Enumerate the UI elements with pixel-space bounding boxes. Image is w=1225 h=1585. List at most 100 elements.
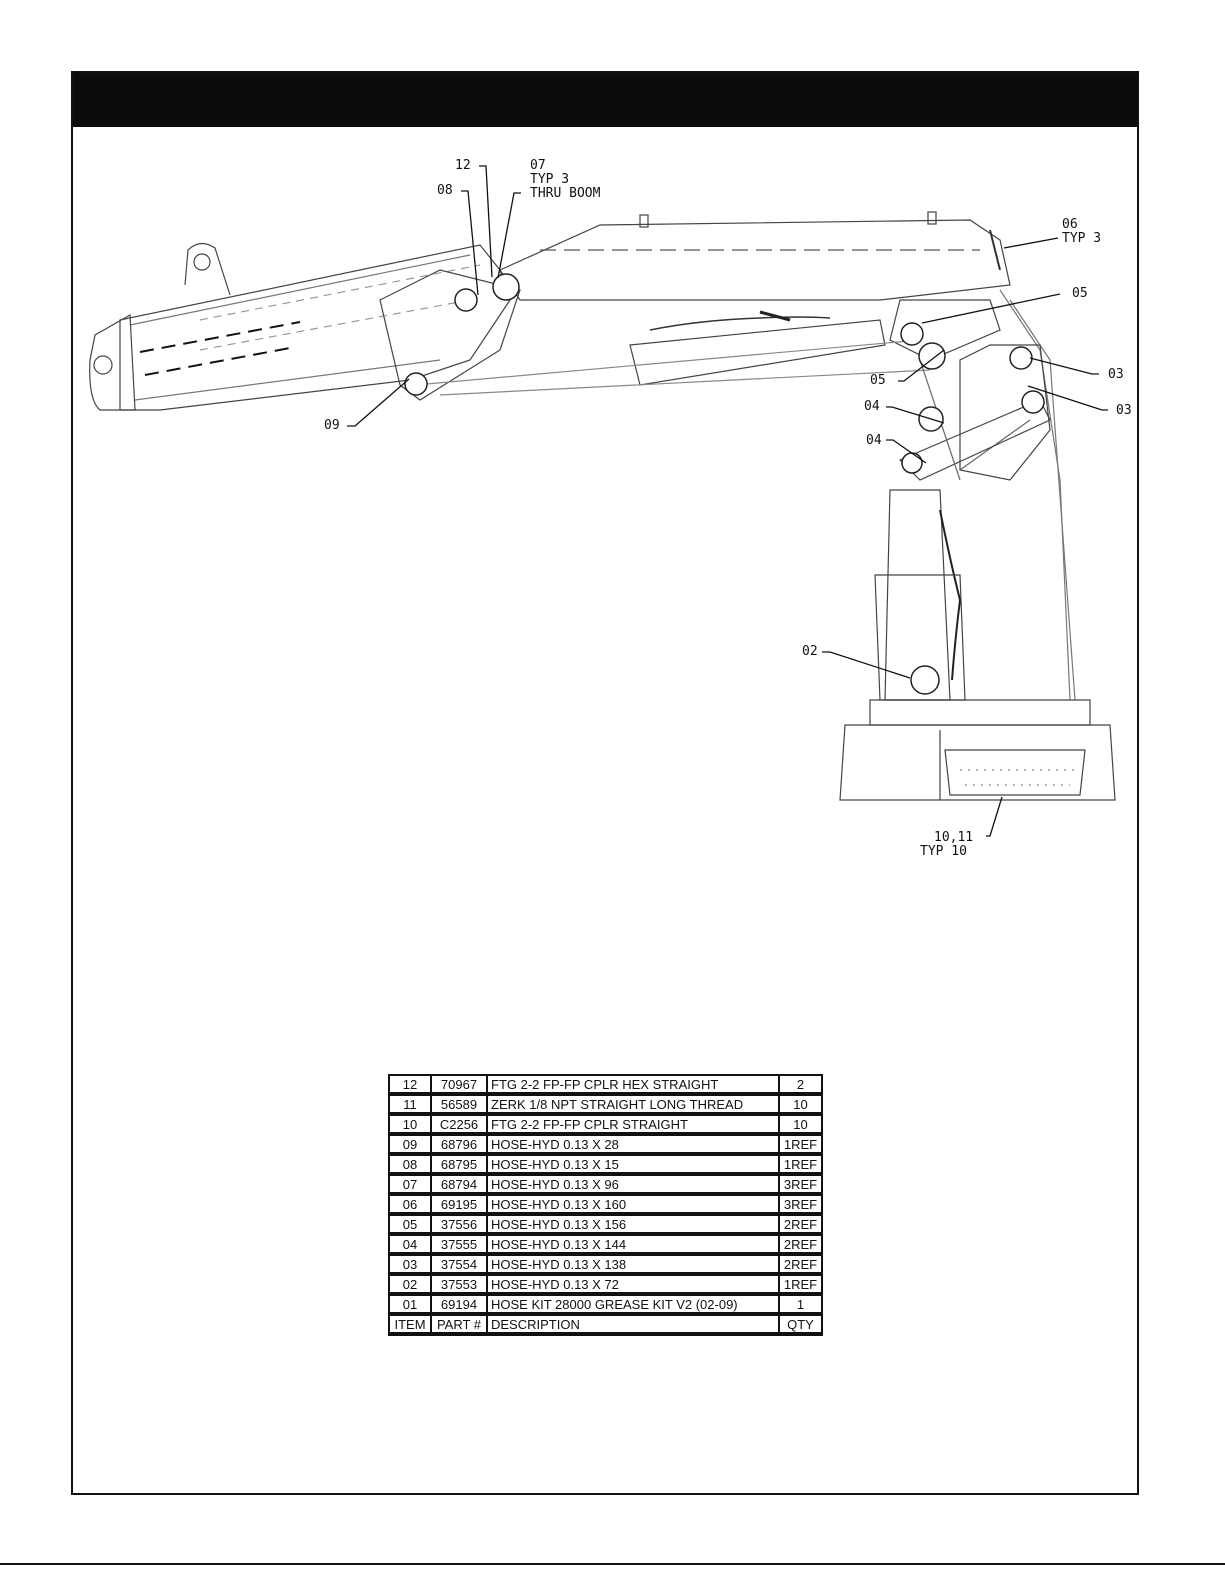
item-cell: 07 [388,1173,432,1196]
part-number-cell: 37553 [430,1273,488,1296]
description-cell: HOSE-HYD 0.13 X 15 [486,1153,780,1176]
leader-05b [898,349,945,382]
callout-03a: 03 [1108,367,1124,382]
part-number-cell: 68795 [430,1153,488,1176]
callout-05a: 05 [1072,286,1088,301]
knuckle-plate [379,269,521,401]
boom-outer-tube [119,244,511,411]
description-cell: FTG 2-2 FP-FP CPLR STRAIGHT [486,1113,780,1136]
pin-03b [1021,390,1045,414]
qty-cell: 1 [778,1293,823,1316]
leader-03b [1027,385,1108,411]
qty-cell: 10 [778,1093,823,1116]
callout-04a: 04 [864,399,880,414]
leader-05a [921,293,1061,324]
leader-02 [822,651,911,679]
description-cell: HOSE-HYD 0.13 X 160 [486,1193,780,1216]
pin-03a [1009,346,1033,370]
leader-12 [479,165,493,278]
mast [959,344,1051,481]
qty-cell: 1REF [778,1273,823,1296]
pin-08 [454,288,478,312]
description-cell: HOSE-HYD 0.13 X 96 [486,1173,780,1196]
qty-cell: 1REF [778,1153,823,1176]
part-number-cell: 56589 [430,1093,488,1116]
part-number-cell: 68796 [430,1133,488,1156]
pin-09 [404,372,428,396]
part-number-cell: 68794 [430,1173,488,1196]
part-number-cell: 37555 [430,1233,488,1256]
leader-03a [1029,357,1099,375]
description-cell: HOSE-HYD 0.13 X 72 [486,1273,780,1296]
inner-boom [499,219,1011,301]
qty-cell: QTY [778,1313,823,1336]
item-cell: 06 [388,1193,432,1216]
part-number-cell: 69195 [430,1193,488,1216]
part-number-cell: C2256 [430,1113,488,1136]
qty-cell: 2REF [778,1213,823,1236]
item-cell: ITEM [388,1313,432,1336]
item-cell: 11 [388,1093,432,1116]
callout-08: 08 [437,183,453,198]
pin-04b [901,452,923,474]
description-cell: HOSE-HYD 0.13 X 138 [486,1253,780,1276]
item-cell: 03 [388,1253,432,1276]
bottom-rule [0,1563,1225,1565]
qty-cell: 3REF [778,1193,823,1216]
part-number-cell: 70967 [430,1074,488,1096]
description-cell: DESCRIPTION [486,1313,780,1336]
pin-05a [900,322,924,346]
description-cell: ZERK 1/8 NPT STRAIGHT LONG THREAD [486,1093,780,1116]
pin-05b [918,342,946,370]
leader-06 [1003,237,1059,249]
callout-03b: 03 [1116,403,1132,418]
callout-09: 09 [324,418,340,433]
description-cell: HOSE-HYD 0.13 X 28 [486,1133,780,1156]
callout-02: 02 [802,644,818,659]
callout-12: 12 [455,158,471,173]
boom-tip [89,313,136,411]
pin-02 [910,665,940,695]
pin-07 [492,273,520,301]
qty-cell: 2 [778,1074,823,1096]
qty-cell: 3REF [778,1173,823,1196]
boom-tip-pin [93,355,113,375]
description-cell: HOSE-HYD 0.13 X 144 [486,1233,780,1256]
leader-04a [886,406,945,424]
leader-07 [497,192,521,279]
item-cell: 05 [388,1213,432,1236]
qty-cell: 2REF [778,1233,823,1256]
qty-cell: 10 [778,1113,823,1136]
qty-cell: 2REF [778,1253,823,1276]
item-cell: 01 [388,1293,432,1316]
description-cell: FTG 2-2 FP-FP CPLR HEX STRAIGHT [486,1074,780,1096]
leader-04b [886,439,927,464]
part-number-cell: 37554 [430,1253,488,1276]
callout-05b: 05 [870,373,886,388]
page-frame [71,71,1139,1495]
item-cell: 09 [388,1133,432,1156]
part-number-cell: 69194 [430,1293,488,1316]
header-bar [71,71,1139,127]
item-cell: 04 [388,1233,432,1256]
item-cell: 08 [388,1153,432,1176]
callout-04b: 04 [866,433,882,448]
lift-cylinder [629,319,886,386]
